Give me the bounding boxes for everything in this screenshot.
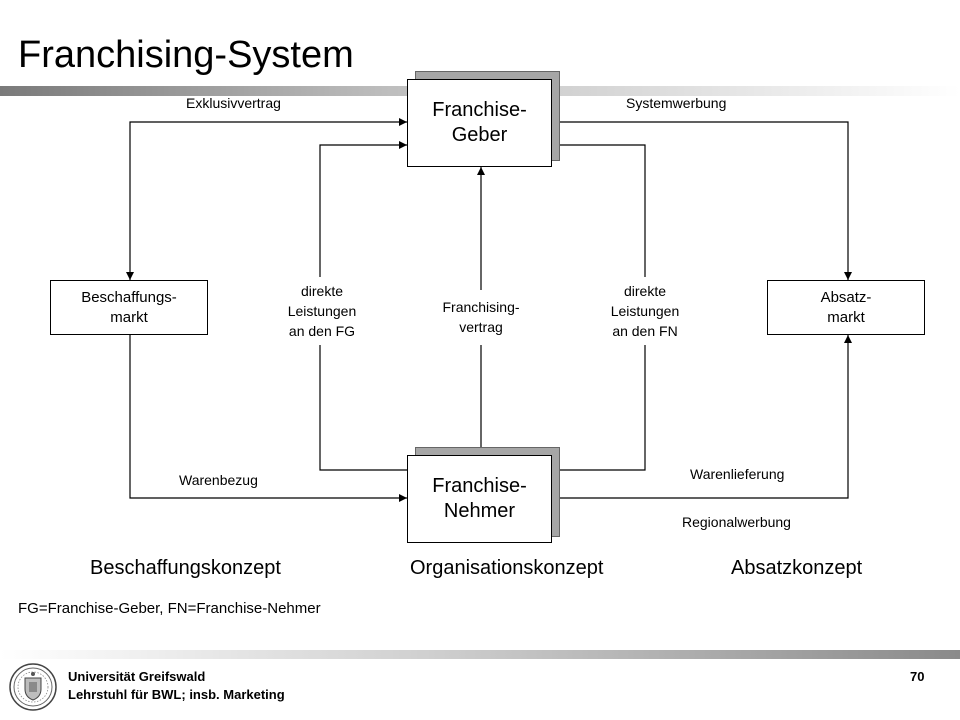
label-goods-delivery: Warenlieferung	[690, 466, 785, 482]
franchisor-box: Franchise- Geber	[407, 79, 552, 167]
concept-sales: Absatzkonzept	[731, 557, 863, 579]
concept-procurement: Beschaffungskonzept	[90, 557, 281, 579]
connector-services-to-fg-bottom	[319, 345, 407, 471]
connector-exclusive-contract	[126, 118, 407, 280]
connector-services-to-fn-top	[552, 144, 646, 277]
label-exclusive-contract: Exklusivvertrag	[186, 95, 281, 111]
page-title: Franchising-System	[18, 34, 354, 76]
procurement-market-box: Beschaffungs- markt	[50, 280, 208, 335]
footer-text: Universität Greifswald Lehrstuhl für BWL…	[68, 668, 285, 704]
abbreviation-footnote: FG=Franchise-Geber, FN=Franchise-Nehmer	[18, 600, 321, 617]
connector-goods-delivery	[552, 335, 852, 499]
concept-organisation: Organisationskonzept	[410, 557, 604, 579]
franchisee-box: Franchise- Nehmer	[407, 455, 552, 543]
label-franchise-contract: Franchising- vertrag	[442, 299, 520, 335]
label-services-to-fg: direkte Leistungen an den FG	[287, 283, 357, 339]
university-seal-icon	[9, 663, 57, 711]
connector-services-to-fn-bottom	[552, 345, 646, 474]
connector-system-advertising	[552, 121, 852, 280]
connector-services-to-fg-top	[319, 141, 407, 277]
label-regional-advertising: Regionalwerbung	[682, 514, 791, 530]
footer-university: Universität Greifswald	[68, 669, 206, 684]
footer-divider	[0, 650, 960, 659]
label-goods-procurement: Warenbezug	[179, 472, 258, 488]
sales-market-box: Absatz- markt	[767, 280, 925, 335]
page-number: 70	[910, 669, 925, 684]
connector-goods-procurement	[129, 335, 407, 502]
label-services-to-fn: direkte Leistungen an den FN	[610, 283, 680, 339]
label-system-advertising: Systemwerbung	[626, 95, 727, 111]
footer-chair: Lehrstuhl für BWL; insb. Marketing	[68, 687, 285, 702]
